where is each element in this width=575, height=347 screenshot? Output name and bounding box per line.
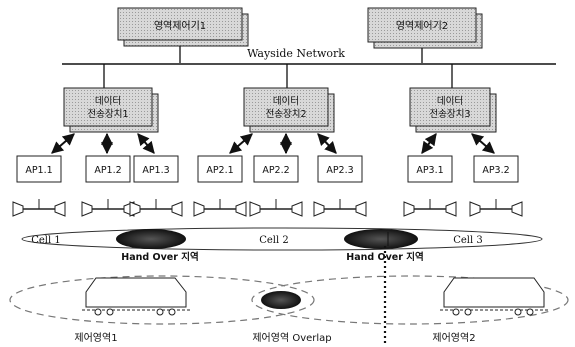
train-1 bbox=[82, 277, 190, 316]
data-transmitter-3-label-1: 데이터 bbox=[437, 96, 463, 107]
link-arrows bbox=[51, 132, 495, 155]
ap-1-3 bbox=[133, 155, 179, 183]
data-transmitter-1-label-1: 데이터 bbox=[95, 96, 121, 107]
ap-3-1-label: AP3.1 bbox=[416, 165, 443, 176]
data-transmitter-2: 데이터 전송장치2 bbox=[243, 87, 335, 133]
data-transmitter-2-label-1: 데이터 bbox=[273, 96, 299, 107]
data-transmitter-3-label-2: 전송장치3 bbox=[429, 108, 470, 120]
ap-1-2-label: AP1.2 bbox=[94, 165, 121, 176]
handover-zone-1-blob bbox=[116, 229, 186, 249]
link-arrow-1-1 bbox=[51, 133, 75, 154]
train-2 bbox=[440, 277, 548, 316]
link-arrow-1-3 bbox=[137, 133, 155, 154]
control-overlap-label: 제어영역 Overlap bbox=[252, 332, 331, 344]
data-transmitter-1-label-2: 전송장치1 bbox=[87, 108, 128, 120]
area-controller-1-label: 영역제어기1 bbox=[154, 20, 206, 32]
ap-2-1-label: AP2.1 bbox=[206, 165, 233, 176]
data-transmitter-1: 데이터 전송장치1 bbox=[63, 87, 159, 133]
ap-2-2-label: AP2.2 bbox=[262, 165, 289, 176]
handover-zone-2-blob bbox=[344, 229, 418, 249]
ap-2-1 bbox=[197, 155, 243, 183]
ap-2-2 bbox=[253, 155, 299, 183]
ap-2-3-label: AP2.3 bbox=[326, 165, 353, 176]
ap-1-1 bbox=[16, 155, 62, 183]
cell-1-label: Cell 1 bbox=[31, 235, 61, 246]
wayside-network-label: Wayside Network bbox=[247, 47, 345, 60]
ap-3-1 bbox=[407, 155, 453, 183]
control-zone-1-label: 제어영역1 bbox=[74, 332, 117, 344]
area-controller-1: 영역제어기1 bbox=[117, 7, 249, 47]
area-controller-2: 영역제어기2 bbox=[367, 7, 483, 49]
ap-2-3 bbox=[317, 155, 363, 183]
cell-coverage-ellipse bbox=[21, 227, 543, 251]
ap-row: AP1.1 AP1.2 AP1.3 AP2.1 AP2.2 AP2.3 AP3.… bbox=[16, 155, 519, 183]
antenna-pair-4 bbox=[193, 199, 247, 217]
link-arrow-3-1 bbox=[421, 133, 437, 154]
data-transmitter-2-label-2: 전송장치2 bbox=[265, 108, 306, 120]
data-transmitter-3: 데이터 전송장치3 bbox=[409, 87, 497, 133]
ap-1-2 bbox=[85, 155, 131, 183]
antenna-pair-3 bbox=[129, 199, 183, 217]
control-overlap-blob bbox=[261, 291, 301, 309]
ap-3-2-label: AP3.2 bbox=[482, 165, 509, 176]
cell-3-label: Cell 3 bbox=[453, 235, 483, 246]
link-arrow-2-3 bbox=[317, 133, 337, 154]
antenna-pair-5 bbox=[249, 199, 303, 217]
handover-zone-1-label: Hand Over 지역 bbox=[121, 251, 198, 263]
antenna-pair-2 bbox=[81, 199, 135, 217]
link-arrow-3-2 bbox=[471, 133, 495, 154]
antenna-pair-6 bbox=[313, 199, 367, 217]
ap-1-1-label: AP1.1 bbox=[25, 165, 52, 176]
cell-2-label: Cell 2 bbox=[259, 235, 289, 246]
antenna-pair-7 bbox=[403, 199, 457, 217]
link-arrow-2-1 bbox=[229, 133, 253, 154]
ap-3-2 bbox=[473, 155, 519, 183]
antenna-row bbox=[12, 199, 523, 217]
area-controller-2-label: 영역제어기2 bbox=[396, 20, 448, 32]
control-zone-2-ellipse bbox=[251, 275, 569, 325]
antenna-pair-1 bbox=[12, 199, 66, 217]
ap-1-3-label: AP1.3 bbox=[142, 165, 169, 176]
control-zone-2-label: 제어영역2 bbox=[432, 332, 475, 344]
control-zone-1-ellipse bbox=[9, 275, 315, 325]
antenna-pair-8 bbox=[469, 199, 523, 217]
